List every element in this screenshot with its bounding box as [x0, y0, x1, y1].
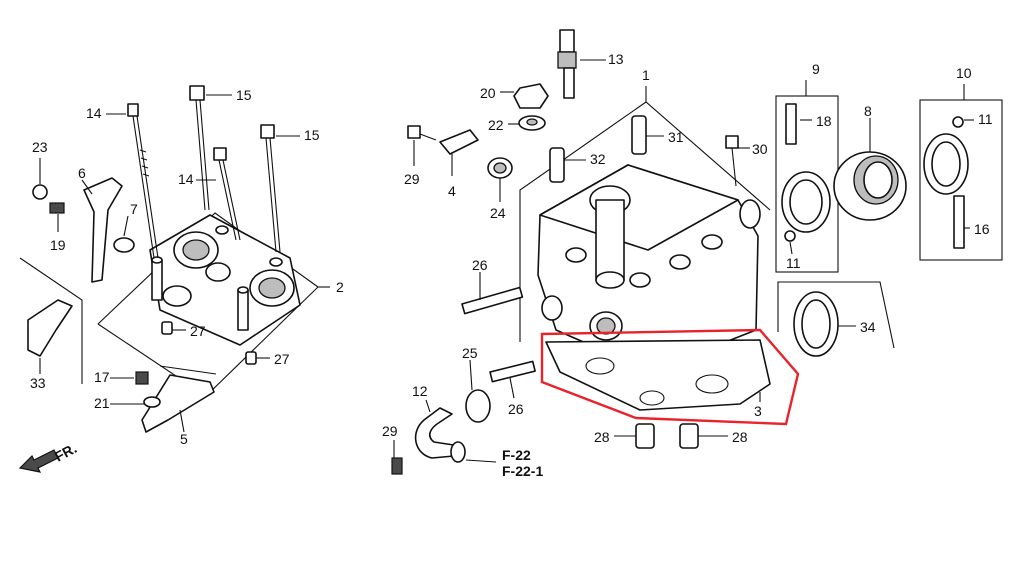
screw-16[interactable]	[953, 195, 965, 249]
callout-15-right: 15	[304, 127, 320, 143]
band-box-34	[777, 281, 895, 349]
callout-31: 31	[668, 129, 684, 145]
callout-24: 24	[490, 205, 506, 221]
callout-2: 2	[336, 279, 344, 295]
rocker-arm-33[interactable]	[27, 299, 73, 357]
bolt-14-middle[interactable]	[213, 147, 241, 241]
callout-18: 18	[816, 113, 832, 129]
bolt-14-front[interactable]	[127, 103, 159, 259]
callout-17: 17	[94, 369, 110, 385]
band-34[interactable]	[793, 291, 839, 357]
callout-25: 25	[462, 345, 478, 361]
highlight-outline	[540, 328, 800, 426]
callout-14-front: 14	[86, 105, 102, 121]
cylinder-head[interactable]	[537, 164, 761, 359]
front-arrow-icon: FR.	[18, 440, 79, 473]
callout-6: 6	[78, 165, 86, 181]
head-gasket-3[interactable]	[545, 339, 771, 411]
callout-14-middle: 14	[178, 171, 194, 187]
camshaft-holder[interactable]	[149, 214, 301, 346]
dowel-28-left[interactable]	[635, 423, 655, 449]
callout-8: 8	[864, 103, 872, 119]
band-9[interactable]	[781, 171, 831, 233]
callout-12: 12	[412, 383, 428, 399]
callout-10: 10	[956, 65, 972, 81]
callout-3: 3	[754, 403, 762, 419]
dowel-28-right[interactable]	[679, 423, 699, 449]
screw-17[interactable]	[135, 371, 149, 385]
clamp-box-10	[919, 99, 1003, 261]
callout-19: 19	[50, 237, 66, 253]
stud-26-lower[interactable]	[489, 360, 536, 383]
svg-text:FR.: FR.	[52, 440, 79, 465]
callout-34: 34	[860, 319, 876, 335]
gasket-4[interactable]	[439, 129, 479, 155]
callout-32: 32	[590, 151, 606, 167]
callout-16: 16	[974, 221, 990, 237]
rocker-guide-line	[19, 257, 83, 384]
nut-11-left[interactable]	[784, 230, 796, 242]
bolt-15-right[interactable]	[260, 124, 281, 253]
valve-guide-32[interactable]	[549, 147, 565, 183]
callout-22: 22	[488, 117, 504, 133]
washer-23[interactable]	[32, 184, 48, 200]
callout-33: 33	[30, 375, 46, 391]
screw-18[interactable]	[785, 103, 797, 145]
callout-20: 20	[480, 85, 496, 101]
dowel-pin-27-right[interactable]	[245, 351, 257, 365]
callout-26-upper: 26	[472, 257, 488, 273]
washer-21[interactable]	[143, 396, 161, 408]
bolt-29-top[interactable]	[407, 125, 421, 139]
callout-5: 5	[180, 431, 188, 447]
callout-9: 9	[812, 61, 820, 77]
callout-30: 30	[752, 141, 768, 157]
callout-labels: 1 2 3 4 5 6 7 8 9 10 11 11 12 13 14 14 1…	[30, 51, 993, 479]
reference-f22-1: F-22-1	[502, 463, 543, 479]
callout-29-bottom: 29	[382, 423, 398, 439]
callout-28-right: 28	[732, 429, 748, 445]
callout-7: 7	[130, 201, 138, 217]
callout-23: 23	[32, 139, 48, 155]
leader-lines	[39, 59, 974, 463]
callout-21: 21	[94, 395, 110, 411]
nut-11-right[interactable]	[952, 116, 964, 128]
callout-28-left: 28	[594, 429, 610, 445]
callout-13: 13	[608, 51, 624, 67]
bolt-15-top[interactable]	[189, 85, 210, 211]
bolt-29-bottom[interactable]	[391, 457, 403, 475]
stud-26-upper[interactable]	[461, 286, 524, 315]
reference-f22: F-22	[502, 447, 531, 463]
nut-20[interactable]	[513, 83, 549, 109]
callout-11-right: 11	[978, 111, 993, 127]
bolt-30[interactable]	[725, 135, 739, 149]
band-10[interactable]	[923, 133, 969, 195]
dowel-pin-27-left[interactable]	[161, 321, 173, 335]
callout-27-left: 27	[190, 323, 206, 339]
o-ring-25[interactable]	[465, 389, 491, 423]
callout-27-right: 27	[274, 351, 290, 367]
insulator-8[interactable]	[833, 151, 907, 221]
callout-1: 1	[642, 67, 650, 83]
spring-7[interactable]	[113, 237, 135, 253]
rocker-arm-6[interactable]	[83, 177, 123, 283]
callout-4: 4	[448, 183, 456, 199]
bolt-19[interactable]	[49, 202, 65, 214]
callout-11-left: 11	[786, 255, 801, 271]
spark-plug-13[interactable]	[557, 29, 577, 99]
callout-15-top: 15	[236, 87, 252, 103]
callout-29-top: 29	[404, 171, 420, 187]
rocker-arm-5[interactable]	[141, 374, 215, 433]
callout-26-lower: 26	[508, 401, 524, 417]
valve-guide-31[interactable]	[631, 115, 647, 155]
cylinder-head-box	[519, 101, 771, 342]
